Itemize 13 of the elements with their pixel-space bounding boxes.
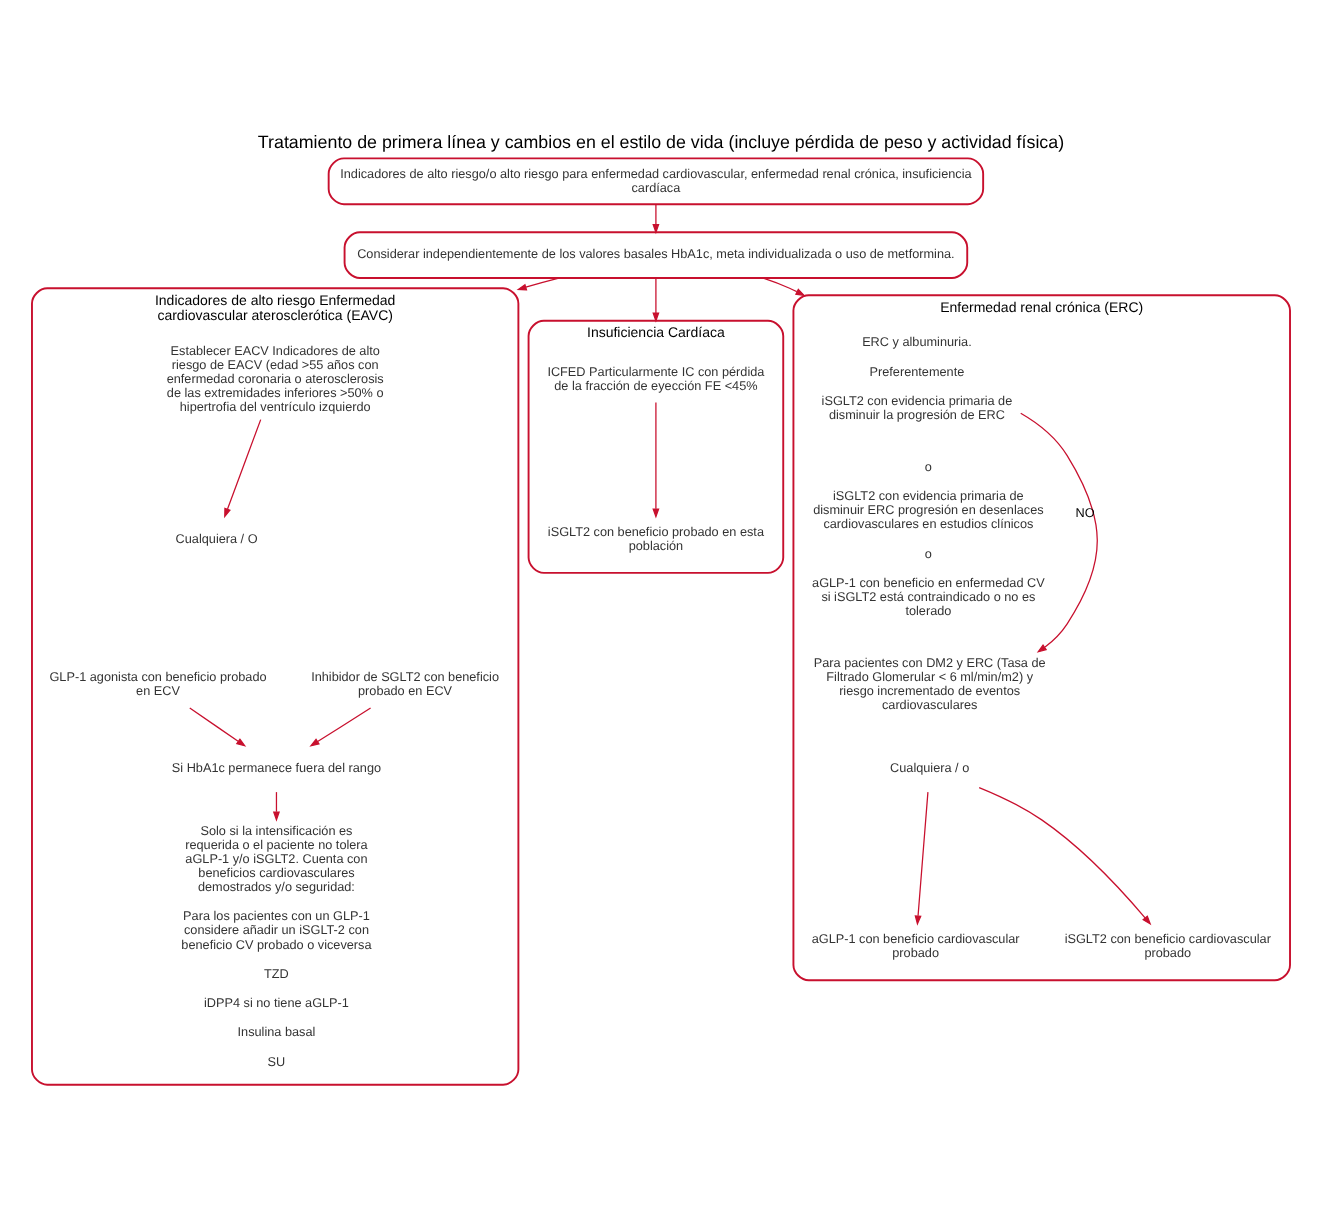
- arrow: [652, 276, 660, 322]
- arrow: [309, 706, 372, 746]
- arrow: [272, 790, 281, 821]
- arrow: [762, 276, 806, 296]
- arrow: [914, 790, 929, 925]
- arrow: [978, 785, 1152, 925]
- arrow: [516, 276, 560, 290]
- arrow: [1020, 411, 1098, 652]
- arrow: [652, 202, 660, 234]
- arrow: [224, 417, 262, 518]
- diagram-title: Tratamiento de primera línea y cambios en el estilo de vida (incluye pérdida de peso y actividad física): [257, 131, 1065, 152]
- arrow: [189, 706, 247, 746]
- arrow: [652, 400, 660, 518]
